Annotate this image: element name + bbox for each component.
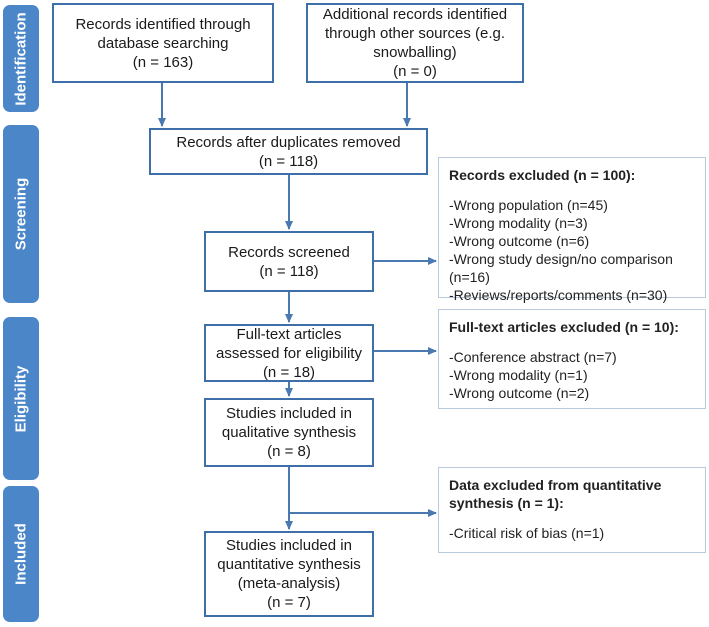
box-line: quantitative synthesis (217, 556, 361, 573)
phase-screening: Screening (3, 125, 39, 303)
box-line: Full-text articles (236, 325, 342, 343)
box-line: Studies included in (226, 537, 352, 554)
exclusion-item: -Wrong modality (n=1) (449, 367, 588, 383)
fulltext-excluded-title: Full-text articles excluded (n = 10): (449, 319, 679, 335)
phase-label: Included (12, 523, 30, 585)
box-line: (n = 163) (132, 53, 194, 71)
records-excluded-panel: Records excluded (n = 100): -Wrong popul… (438, 157, 706, 303)
phase-label: Eligibility (12, 365, 30, 432)
box-line: (n = 118) (258, 152, 319, 170)
exclusion-item: -Reviews/reports/comments (n=30) (449, 287, 668, 303)
box-after-duplicates: Records after duplicates removed (n = 11… (149, 128, 428, 175)
data-excluded-panel: Data excluded from quantitative synthesi… (438, 467, 706, 553)
exclusion-item: -Critical risk of bias (n=1) (449, 525, 605, 541)
box-line: qualitative synthesis (221, 424, 357, 441)
phase-label: Screening (12, 177, 30, 251)
box-line: through other sources (e.g. (324, 25, 506, 42)
box-line: Records identified through (75, 15, 251, 33)
box-line: Studies included in (226, 405, 352, 422)
box-line: assessed for eligibility (216, 344, 362, 362)
box-line: database searching (97, 34, 229, 52)
box-database-records: Records identified through database sear… (52, 3, 274, 83)
exclusion-item: (n=16) (449, 269, 490, 285)
data-excluded-title: Data excluded from quantitative (449, 477, 662, 493)
phase-identification: Identification (3, 5, 39, 112)
exclusion-item: -Wrong study design/no comparison (449, 251, 673, 267)
exclusion-item: -Conference abstract (n=7) (449, 349, 617, 365)
box-line: (n = 7) (267, 594, 311, 611)
phase-label: Identification (12, 11, 30, 106)
spacer (449, 184, 695, 196)
box-line: Additional records identified (322, 6, 508, 23)
exclusion-item: -Wrong outcome (n=2) (449, 385, 590, 401)
exclusion-item: -Wrong modality (n=3) (449, 215, 588, 231)
spacer (449, 512, 695, 524)
box-line: Records after duplicates removed (176, 133, 401, 151)
data-excluded-title: synthesis (n = 1): (449, 495, 564, 511)
exclusion-item: -Wrong population (n=45) (449, 197, 608, 213)
box-line: (n = 18) (262, 363, 316, 381)
box-line: (meta-analysis) (237, 575, 341, 592)
box-fulltext-assessed: Full-text articles assessed for eligibil… (204, 324, 374, 382)
records-excluded-title: Records excluded (n = 100): (449, 167, 636, 183)
box-quantitative-synthesis: Studies included in quantitative synthes… (204, 531, 374, 617)
box-line: Records screened (228, 243, 350, 261)
box-line: snowballing) (373, 44, 457, 61)
box-qualitative-synthesis: Studies included in qualitative synthesi… (204, 398, 374, 467)
box-line: (n = 118) (259, 262, 319, 280)
box-records-screened: Records screened (n = 118) (204, 231, 374, 292)
box-line: (n = 0) (393, 63, 437, 80)
box-line: (n = 8) (267, 443, 311, 460)
phase-eligibility: Eligibility (3, 317, 39, 480)
phase-included: Included (3, 486, 39, 622)
fulltext-excluded-panel: Full-text articles excluded (n = 10): -C… (438, 309, 706, 409)
exclusion-item: -Wrong outcome (n=6) (449, 233, 590, 249)
box-other-sources: Additional records identified through ot… (306, 3, 524, 83)
spacer (449, 336, 695, 348)
